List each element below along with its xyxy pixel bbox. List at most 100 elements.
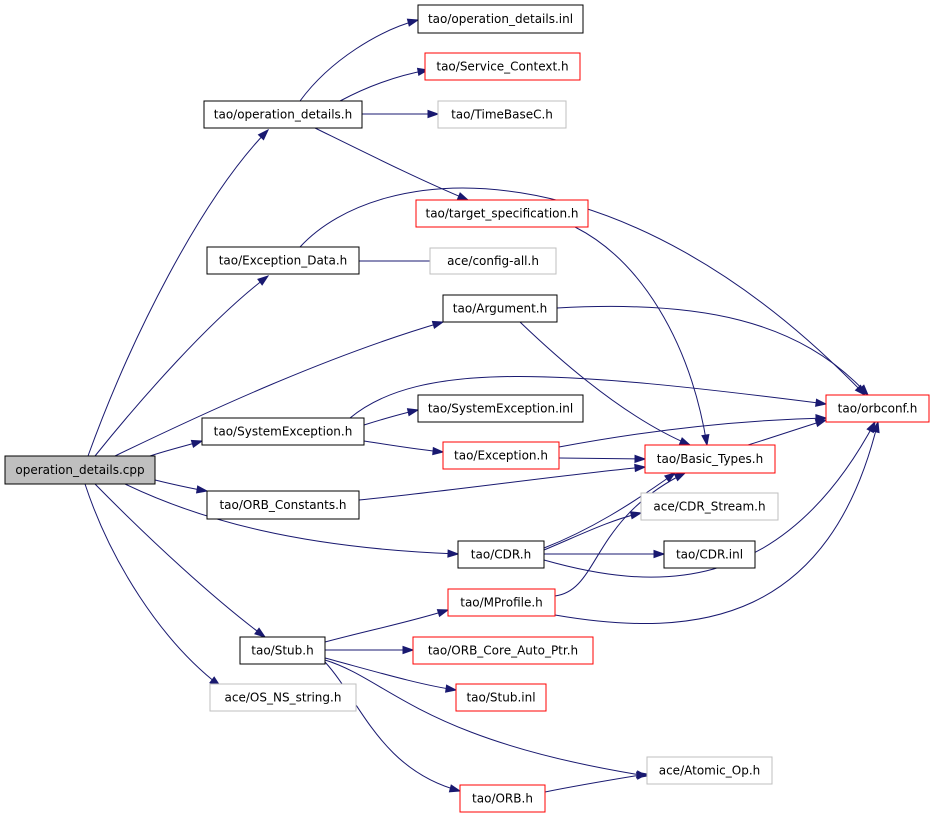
node-sysexc-h[interactable]: tao/SystemException.h <box>201 417 365 446</box>
node-label: tao/Basic_Types.h <box>657 452 763 466</box>
edge-mprofile-orbconf <box>554 420 880 625</box>
node-orb-h[interactable]: tao/ORB.h <box>459 784 546 813</box>
edge-arrowhead <box>634 463 647 473</box>
edge-root-opdet_h <box>87 128 270 457</box>
node-osns: ace/OS_NS_string.h <box>209 683 357 712</box>
node-label: tao/CDR.inl <box>676 548 743 562</box>
node-box <box>206 490 360 520</box>
edge-line <box>314 127 469 201</box>
edge-arrowhead <box>857 384 870 397</box>
node-stub-h[interactable]: tao/Stub.h <box>239 636 326 665</box>
edge-opdet_h-timebase <box>362 109 440 119</box>
edge-arrowhead <box>448 784 462 793</box>
edge-arrowhead <box>673 472 687 482</box>
edge-arrowhead <box>406 18 420 27</box>
node-opdet-h[interactable]: tao/operation_details.h <box>203 100 363 129</box>
edge-line <box>94 275 269 457</box>
edge-arrowhead <box>815 398 828 407</box>
edge-arrowhead <box>678 437 692 446</box>
edge-line <box>324 657 457 691</box>
node-box <box>455 683 547 712</box>
edge-opdet_h-svc_ctx <box>339 67 430 102</box>
edge-arrowhead <box>635 771 649 780</box>
node-cdr-h[interactable]: tao/CDR.h <box>457 540 545 569</box>
edge-arrowhead <box>190 439 204 448</box>
edge-arrowhead <box>195 485 209 494</box>
node-box <box>442 441 560 470</box>
node-label: tao/MProfile.h <box>460 596 543 610</box>
edge-line <box>299 187 866 396</box>
node-orbcore[interactable]: tao/ORB_Core_Auto_Ptr.h <box>412 636 594 665</box>
nodes-layer: operation_details.cpp tao/operation_detai… <box>4 4 930 813</box>
node-box <box>417 394 584 423</box>
node-cdrstream: ace/CDR_Stream.h <box>640 492 779 521</box>
node-label: tao/Argument.h <box>453 302 547 316</box>
node-atomic: ace/Atomic_Op.h <box>646 756 773 785</box>
edge-arrowhead <box>634 454 647 464</box>
edge-line <box>747 419 827 446</box>
edge-line <box>124 483 459 555</box>
node-argument[interactable]: tao/Argument.h <box>442 294 558 323</box>
edge-target-basic <box>574 226 710 447</box>
edge-cdr_h-cdrstream <box>543 511 643 551</box>
edge-arrowhead <box>664 472 677 483</box>
node-svc-ctx[interactable]: tao/Service_Context.h <box>424 52 581 81</box>
node-exception[interactable]: tao/Exception.h <box>442 441 560 470</box>
edge-arrowhead <box>653 549 666 559</box>
node-excdata[interactable]: tao/Exception_Data.h <box>206 246 360 275</box>
edge-arrowhead <box>432 446 445 456</box>
edge-line <box>324 609 449 643</box>
edge-arrowhead <box>456 192 470 201</box>
node-box <box>646 756 773 785</box>
node-cdr-inl[interactable]: tao/CDR.inl <box>663 540 756 569</box>
node-box <box>459 784 546 813</box>
node-stub-inl[interactable]: tao/Stub.inl <box>455 683 547 712</box>
edge-orbconst-basic <box>358 463 647 501</box>
edge-basic-orbconf <box>747 419 828 446</box>
node-target[interactable]: tao/target_specification.h <box>415 199 589 228</box>
edge-arrowhead <box>871 420 880 434</box>
node-label: ace/config-all.h <box>447 254 539 268</box>
edge-argument-orbconf <box>556 305 870 397</box>
node-sysexc-inl[interactable]: tao/SystemException.inl <box>417 394 584 423</box>
node-box <box>203 100 363 129</box>
edge-line <box>299 19 419 102</box>
edge-arrowhead <box>701 433 710 447</box>
node-mprofile[interactable]: tao/MProfile.h <box>447 588 556 617</box>
edge-arrowhead <box>257 275 270 286</box>
node-config: ace/config-all.h <box>429 247 557 275</box>
edge-arrowhead <box>436 609 450 618</box>
edge-stub_h-stub_inl <box>324 657 458 693</box>
node-orbconf[interactable]: tao/orbconf.h <box>825 394 930 423</box>
edge-opdet_h-opdet_inl <box>299 18 420 102</box>
node-root[interactable]: operation_details.cpp <box>4 455 156 485</box>
edge-line <box>363 440 444 453</box>
edge-exception-orbconf <box>558 414 828 448</box>
edge-line <box>84 483 221 687</box>
node-box <box>663 540 756 569</box>
node-box <box>447 588 556 617</box>
edge-line <box>358 466 646 501</box>
edge-line <box>87 129 269 457</box>
node-basic[interactable]: tao/Basic_Types.h <box>644 444 776 474</box>
node-box <box>429 247 557 275</box>
edge-line <box>324 661 461 792</box>
edge-line <box>519 321 691 446</box>
node-label: tao/target_specification.h <box>425 207 578 221</box>
edge-arrowhead <box>257 128 270 141</box>
node-opdet-inl[interactable]: tao/operation_details.inl <box>417 4 584 34</box>
edge-arrowhead <box>427 109 440 119</box>
edge-line <box>114 321 444 457</box>
edge-stub_h-orb_h <box>324 661 462 793</box>
node-orbconst[interactable]: tao/ORB_Constants.h <box>206 490 360 520</box>
node-box <box>239 636 326 665</box>
edge-root-argument <box>114 320 445 457</box>
edge-line <box>574 226 708 446</box>
edge-cdr_h-basic <box>543 472 677 549</box>
node-box <box>4 455 156 485</box>
edge-arrowhead <box>254 627 267 638</box>
edge-stub_h-mprofile <box>324 609 450 643</box>
node-label: tao/CDR.h <box>471 548 531 562</box>
node-label: ace/OS_NS_string.h <box>225 691 342 705</box>
node-label: operation_details.cpp <box>15 463 144 477</box>
